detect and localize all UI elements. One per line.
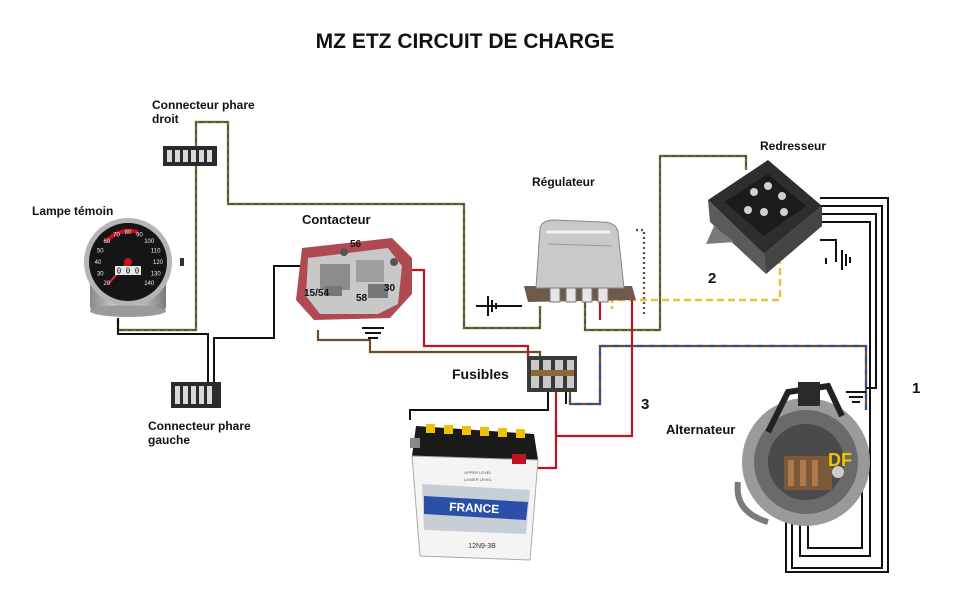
battery-brand: FRANCE <box>449 500 500 517</box>
wire-number-2: 2 <box>708 270 717 287</box>
wire-number-1: 1 <box>912 380 921 397</box>
label-lampe-temoin: Lampe témoin <box>32 204 114 218</box>
battery-upper-level: UPPER LEVEL <box>464 470 492 475</box>
diagram-title: MZ ETZ CIRCUIT DE CHARGE <box>315 30 615 53</box>
gauge-number: 80 <box>125 230 132 236</box>
label-connecteur-phare-droit: Connecteur phare droit <box>152 98 255 126</box>
wire-yellow <box>596 262 782 312</box>
ground-symbols <box>362 250 866 403</box>
voltage-regulator <box>524 219 636 303</box>
terminal-15-54: 15/54 <box>304 288 330 299</box>
gauge-number: 130 <box>151 272 162 278</box>
gauge-number: 90 <box>136 232 143 238</box>
connector-left-headlight <box>171 382 221 408</box>
wire-brown-green <box>116 120 868 410</box>
terminal-58: 58 <box>356 293 368 304</box>
odometer-counter: 0 0 0 <box>117 267 140 276</box>
ignition-switch <box>296 238 412 320</box>
gauge-number: 70 <box>113 232 120 238</box>
label-contacteur: Contacteur <box>302 212 371 227</box>
fuse-box <box>527 356 577 392</box>
connector-right-headlight <box>163 146 217 166</box>
wire-number-3: 3 <box>641 396 650 413</box>
gauge-number: 140 <box>144 281 155 287</box>
gauge-number: 100 <box>144 239 155 245</box>
battery: FRANCE UPPER LEVEL LOWER LEVEL 12N9-3B <box>410 424 539 561</box>
label-fusibles: Fusibles <box>452 366 509 382</box>
gauge-number: 30 <box>97 272 104 278</box>
alternator <box>734 382 870 526</box>
battery-model: 12N9-3B <box>468 543 496 550</box>
rectifier <box>706 160 822 274</box>
label-regulateur: Régulateur <box>532 175 595 189</box>
label-redresseur: Redresseur <box>760 139 827 153</box>
battery-lower-level: LOWER LEVEL <box>464 477 493 482</box>
terminal-df: DF <box>828 450 852 470</box>
gauge-number: 60 <box>103 239 110 245</box>
gauge-number: 20 <box>103 281 110 287</box>
label-connecteur-phare-gauche: Connecteur phare gauche <box>148 419 251 447</box>
gauge-number: 110 <box>151 249 161 255</box>
terminal-30: 30 <box>384 283 396 294</box>
gauge-number: 40 <box>95 260 102 266</box>
gauge-number: 120 <box>153 260 164 266</box>
gauge-number: 50 <box>97 249 104 255</box>
terminal-56: 56 <box>350 239 362 250</box>
label-alternateur: Alternateur <box>666 422 736 437</box>
